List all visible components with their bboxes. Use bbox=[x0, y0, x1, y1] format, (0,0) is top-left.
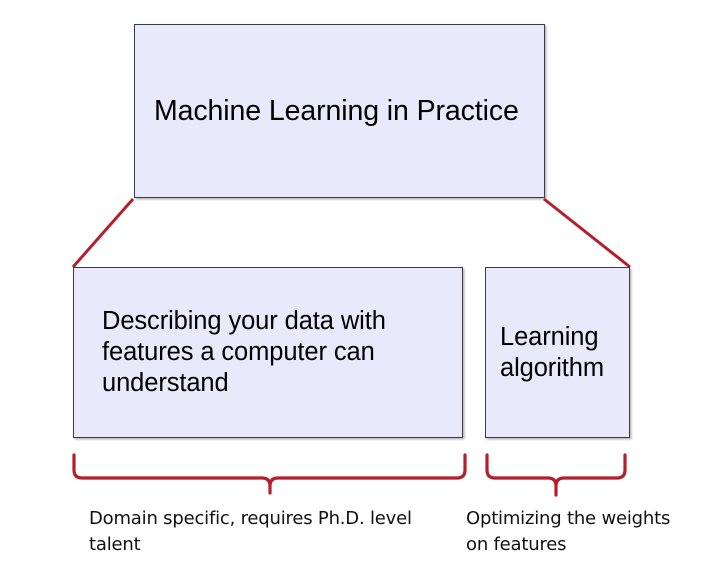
box-features-label: Describing your data with features a com… bbox=[102, 307, 386, 397]
box-describing-your-data[interactable]: Describing your data with features a com… bbox=[73, 267, 463, 438]
box-machine-learning-in-practice[interactable]: Machine Learning in Practice bbox=[134, 24, 545, 198]
box-learning-algorithm[interactable]: Learning algorithm bbox=[485, 267, 630, 438]
left-annotation-text: Domain specific, requires Ph.D. level ta… bbox=[89, 508, 412, 555]
right-annotation-text: Optimizing the weights on features bbox=[466, 508, 671, 555]
box-top-label: Machine Learning in Practice bbox=[154, 95, 519, 127]
box-algorithm-label: Learning algorithm bbox=[500, 322, 604, 382]
